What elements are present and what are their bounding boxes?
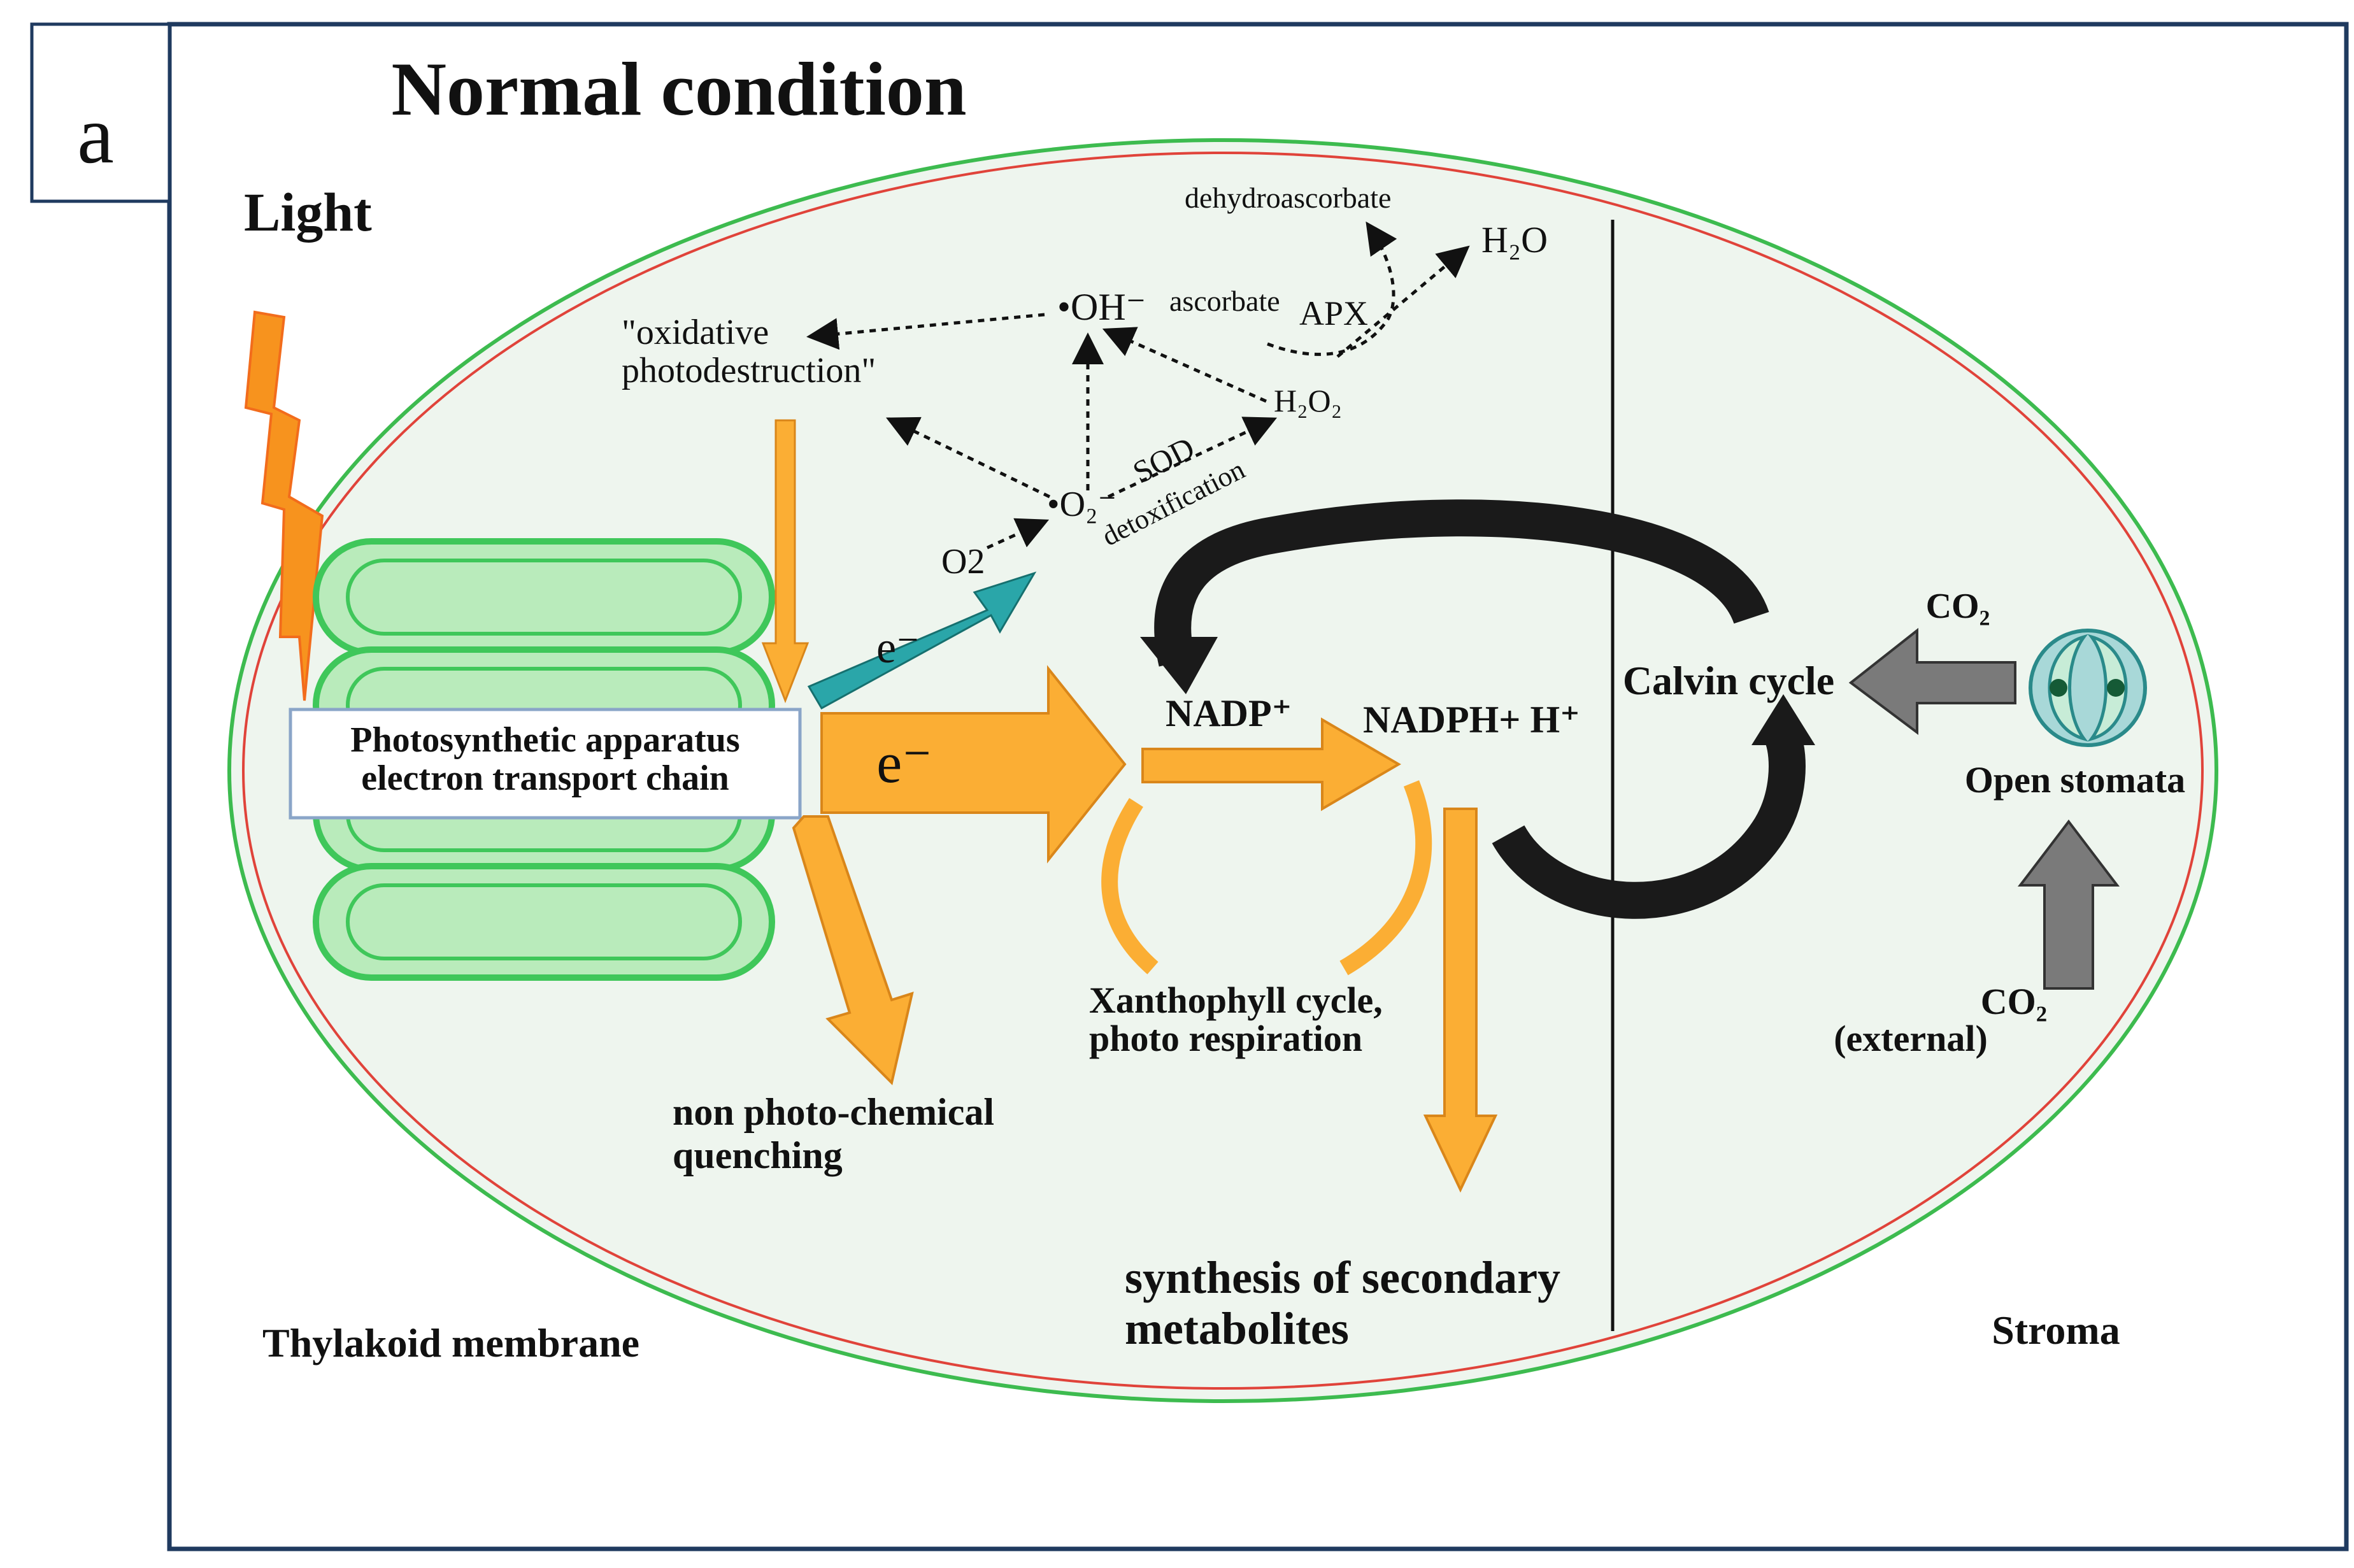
oxidative-line1: "oxidative — [622, 313, 769, 352]
calvin-cycle-label: Calvin cycle — [1623, 658, 1834, 703]
thylakoid-disc-4 — [313, 863, 775, 981]
superoxide-label: •O₂⁻ — [1047, 485, 1116, 524]
nadph-label: NADPH+ H⁺ — [1363, 699, 1580, 741]
o2-to-superoxide-arrow — [986, 518, 1050, 550]
nadp-label: NADP⁺ — [1166, 692, 1292, 734]
oh-to-oxidative-arrow — [806, 313, 1045, 350]
thylakoid-disc-4-inner — [346, 883, 742, 960]
nadp-to-nadph-arrow — [1141, 717, 1401, 811]
apparatus-box — [289, 708, 802, 820]
apx-label: APX — [1299, 294, 1368, 332]
diagram-title: Normal condition — [391, 46, 966, 131]
npq-line2: quenching — [673, 1134, 843, 1176]
stomata-icon — [2029, 629, 2147, 747]
xanthophyll-arc-left — [1101, 797, 1159, 974]
teal-electron-label: e⁻ — [876, 624, 920, 673]
oh-radical-label: •OH⁻ — [1057, 286, 1146, 328]
dehydroascorbate-label: dehydroascorbate — [1185, 182, 1391, 214]
secondary-line1: synthesis of secondary — [1125, 1252, 1560, 1303]
superoxide-to-oxidative-arrow — [885, 417, 1051, 499]
ros-dotted-arrows — [806, 221, 1470, 550]
co2-top-label: CO₂ — [1926, 587, 1990, 626]
npq-line1: non photo-chemical — [673, 1091, 994, 1133]
xanthophyll-arc-right — [1339, 780, 1432, 976]
ascorbate-label: ascorbate — [1169, 285, 1280, 317]
external-co2-arrow — [2017, 819, 2120, 990]
ascorbate-to-dehydro-arrow — [1267, 221, 1397, 356]
guard-cell-nucleus-right — [2107, 679, 2125, 697]
o2-label: O2 — [941, 542, 985, 581]
panel-label-box — [30, 22, 171, 203]
secondary-line2: metabolites — [1125, 1303, 1349, 1354]
stomata-outer — [2029, 629, 2147, 747]
co2-external-line2: (external) — [1834, 1018, 1988, 1059]
secondary-metabolite-arrow — [1423, 808, 1498, 1193]
open-stomata-label: Open stomata — [1965, 759, 2185, 801]
guard-cell-nucleus-left — [2050, 679, 2067, 697]
calvin-top-arc — [1154, 499, 1769, 667]
oxidative-line2: photodestruction" — [622, 351, 876, 390]
apparatus-line1: Photosynthetic apparatus — [350, 720, 739, 760]
light-label: Light — [244, 182, 372, 243]
h2o-label: H₂O — [1481, 219, 1548, 260]
superoxide-to-h2o2-arrow — [1107, 417, 1278, 499]
big-electron-arrow — [820, 665, 1127, 864]
panel-label: a — [77, 89, 114, 181]
xanthophyll-line2: photo respiration — [1089, 1018, 1362, 1059]
thylakoid-membrane-label: Thylakoid membrane — [262, 1320, 639, 1365]
h2o2-to-h2o-arrow — [1336, 245, 1470, 358]
calvin-bottom-arrowhead — [1751, 694, 1815, 745]
chloroplast-inner-membrane — [242, 152, 2204, 1390]
big-electron-label: e⁻ — [876, 732, 932, 795]
lightning-bolt-icon — [244, 310, 324, 701]
xanthophyll-line1: Xanthophyll cycle, — [1089, 980, 1383, 1021]
stroma-label: Stroma — [1992, 1308, 2120, 1353]
calvin-bottom-arc — [1492, 732, 1806, 919]
calvin-top-arrowhead — [1140, 637, 1218, 694]
h2o2-to-oh-arrow — [1102, 327, 1267, 403]
npq-arrow — [792, 815, 914, 1085]
apparatus-line2: electron transport chain — [361, 759, 729, 798]
co2-external-line1: CO₂ — [1981, 981, 2047, 1022]
thylakoid-disc-1 — [313, 538, 775, 656]
co2-to-calvin-arrow — [1848, 627, 2016, 735]
h2o2-label: H₂O₂ — [1274, 383, 1342, 418]
teal-electron-arrow — [807, 571, 1037, 710]
down-orange-arrow-small — [761, 419, 810, 704]
thylakoid-disc-1-inner — [346, 559, 742, 636]
